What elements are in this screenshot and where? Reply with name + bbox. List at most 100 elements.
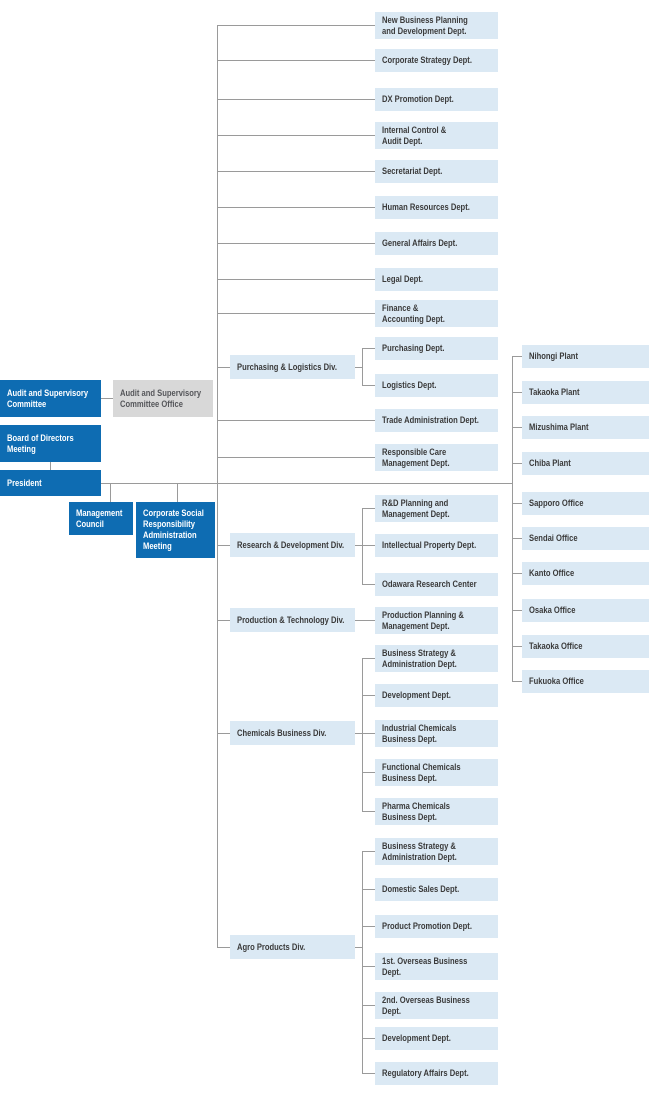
node-label: Functional Chemicals Business Dept. — [382, 761, 461, 784]
connector-line — [101, 483, 512, 484]
node-label: Production Planning & Management Dept. — [382, 609, 464, 632]
connector-line — [362, 926, 375, 927]
connector-line — [512, 503, 522, 504]
node-label: Agro Products Div. — [237, 941, 306, 953]
connector-line — [217, 947, 230, 948]
connector-line — [217, 25, 218, 947]
connector-line — [512, 427, 522, 428]
connector-line — [362, 772, 375, 773]
node-dept-responsible-care: Responsible Care Management Dept. — [375, 444, 498, 471]
connector-line — [362, 658, 363, 811]
node-label: Business Strategy & Administration Dept. — [382, 840, 457, 863]
node-label: Responsible Care Management Dept. — [382, 446, 450, 469]
connector-line — [362, 348, 375, 349]
node-csr-administration-meeting: Corporate Social Responsibility Administ… — [136, 502, 215, 558]
node-label: Human Resources Dept. — [382, 202, 470, 213]
node-label: Odawara Research Center — [382, 579, 477, 590]
connector-line — [512, 610, 522, 611]
node-div-purchasing-logistics: Purchasing & Logistics Div. — [230, 355, 355, 379]
node-label: Regulatory Affairs Dept. — [382, 1068, 469, 1079]
node-board-of-directors-meeting: Board of Directors Meeting — [0, 425, 101, 462]
connector-line — [217, 25, 375, 26]
connector-line — [512, 463, 522, 464]
connector-line — [362, 348, 363, 385]
node-label: Development Dept. — [382, 690, 451, 701]
node-dept-internal-control-audit: Internal Control & Audit Dept. — [375, 122, 498, 149]
node-dept-logistics: Logistics Dept. — [375, 374, 498, 397]
node-osaka-office: Osaka Office — [522, 599, 649, 622]
connector-line — [512, 646, 522, 647]
connector-line — [362, 851, 363, 1073]
node-dept-trade-administration: Trade Administration Dept. — [375, 409, 498, 432]
node-label: Audit and Supervisory Committee — [7, 387, 89, 410]
connector-line — [362, 385, 375, 386]
node-label: General Affairs Dept. — [382, 238, 458, 249]
node-label: Kanto Office — [529, 568, 575, 579]
node-dept-2nd-overseas: 2nd. Overseas Business Dept. — [375, 992, 498, 1019]
node-audit-supervisory-committee-office: Audit and Supervisory Committee Office — [113, 380, 213, 417]
connector-line — [362, 508, 363, 584]
node-label: Sapporo Office — [529, 498, 584, 509]
node-dept-purchasing: Purchasing Dept. — [375, 337, 498, 360]
node-div-agro-products: Agro Products Div. — [230, 935, 355, 959]
node-dept-agro-business-strategy: Business Strategy & Administration Dept. — [375, 838, 498, 865]
node-div-research-development: Research & Development Div. — [230, 533, 355, 557]
connector-line — [362, 889, 375, 890]
node-label: Board of Directors Meeting — [7, 432, 74, 455]
node-label: Chemicals Business Div. — [237, 727, 327, 739]
connector-line — [217, 243, 375, 244]
connector-line — [512, 538, 522, 539]
node-label: Logistics Dept. — [382, 380, 437, 391]
node-takaoka-office: Takaoka Office — [522, 635, 649, 658]
node-dept-agro-development: Development Dept. — [375, 1027, 498, 1050]
node-label: Mizushima Plant — [529, 422, 589, 433]
node-label: Corporate Social Responsibility Administ… — [143, 508, 204, 552]
node-label: 2nd. Overseas Business Dept. — [382, 994, 470, 1017]
node-chiba-plant: Chiba Plant — [522, 452, 649, 475]
connector-line — [512, 356, 513, 681]
node-label: New Business Planning and Development De… — [382, 14, 468, 37]
node-mizushima-plant: Mizushima Plant — [522, 416, 649, 439]
connector-line — [177, 483, 178, 502]
node-label: Domestic Sales Dept. — [382, 884, 460, 895]
node-label: Development Dept. — [382, 1033, 451, 1044]
node-dept-legal: Legal Dept. — [375, 268, 498, 291]
node-dept-secretariat: Secretariat Dept. — [375, 160, 498, 183]
node-label: R&D Planning and Management Dept. — [382, 497, 450, 520]
node-label: Production & Technology Div. — [237, 614, 345, 626]
node-dept-1st-overseas: 1st. Overseas Business Dept. — [375, 953, 498, 980]
connector-line — [362, 695, 375, 696]
node-audit-supervisory-committee: Audit and Supervisory Committee — [0, 380, 101, 417]
node-dept-industrial-chemicals: Industrial Chemicals Business Dept. — [375, 720, 498, 747]
node-label: President — [7, 477, 42, 489]
node-sapporo-office: Sapporo Office — [522, 492, 649, 515]
connector-line — [362, 851, 375, 852]
connector-line — [110, 483, 111, 502]
connector-line — [217, 279, 375, 280]
node-label: Business Strategy & Administration Dept. — [382, 647, 457, 670]
node-dept-chem-business-strategy: Business Strategy & Administration Dept. — [375, 645, 498, 672]
connector-line — [362, 811, 375, 812]
node-management-council: Management Council — [69, 502, 133, 535]
connector-line — [217, 620, 230, 621]
connector-line — [217, 420, 375, 421]
node-label: Purchasing & Logistics Div. — [237, 361, 337, 373]
node-label: Takaoka Office — [529, 641, 583, 652]
connector-line — [217, 545, 230, 546]
connector-line — [217, 207, 375, 208]
node-label: Research & Development Div. — [237, 539, 345, 551]
connector-line — [217, 457, 375, 458]
connector-line — [50, 462, 51, 470]
connector-line — [217, 733, 230, 734]
node-president: President — [0, 470, 101, 496]
node-dept-human-resources: Human Resources Dept. — [375, 196, 498, 219]
node-dept-dx-promotion: DX Promotion Dept. — [375, 88, 498, 111]
node-dept-pharma-chemicals: Pharma Chemicals Business Dept. — [375, 798, 498, 825]
connector-line — [355, 620, 375, 621]
node-label: Pharma Chemicals Business Dept. — [382, 800, 451, 823]
node-label: DX Promotion Dept. — [382, 94, 454, 105]
node-label: Industrial Chemicals Business Dept. — [382, 722, 457, 745]
node-label: Osaka Office — [529, 605, 576, 616]
connector-line — [512, 392, 522, 393]
node-dept-new-business-planning: New Business Planning and Development De… — [375, 12, 498, 39]
